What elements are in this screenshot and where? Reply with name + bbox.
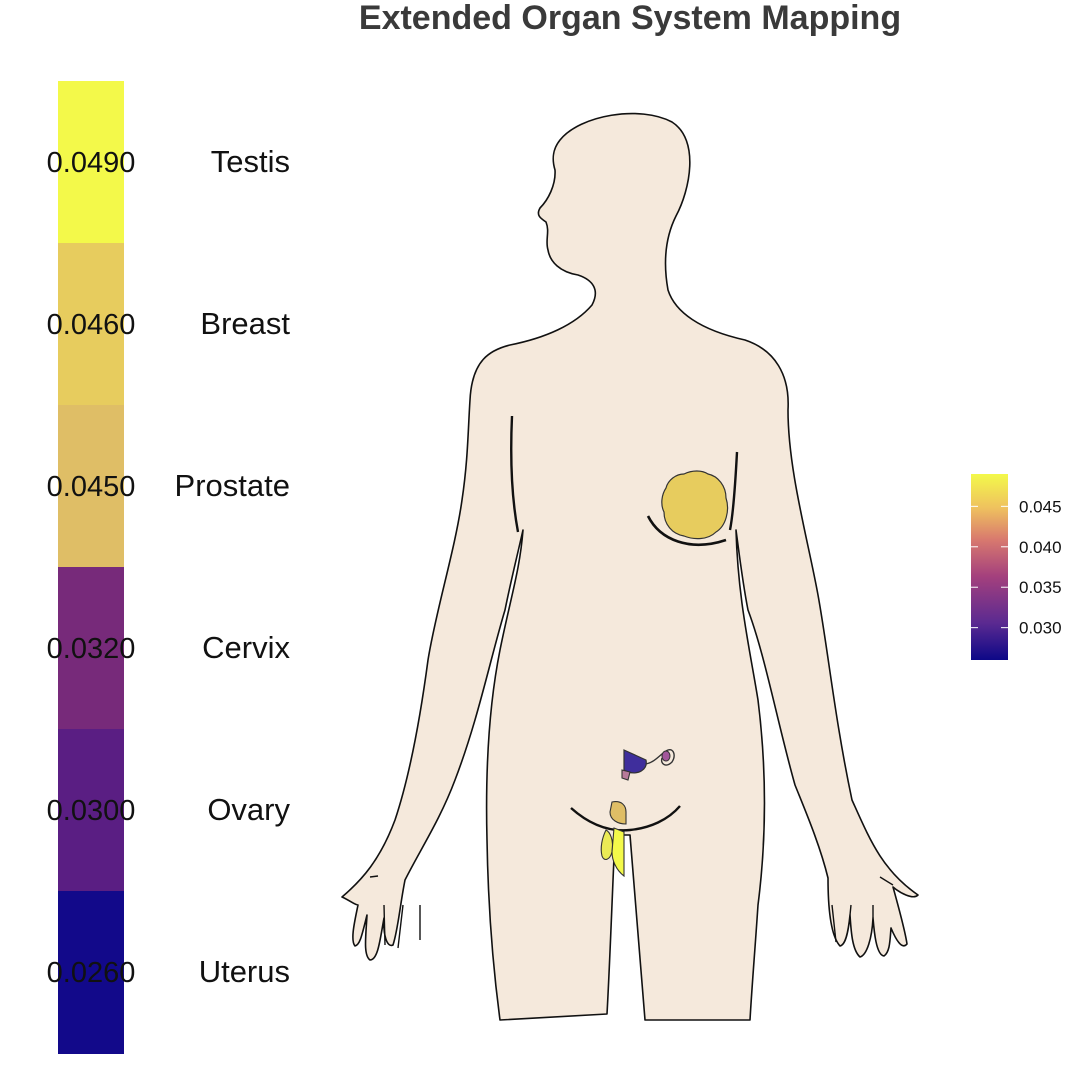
body-silhouette: [341, 112, 919, 1021]
legend-tick-label: 0.035: [1019, 578, 1062, 597]
strip-label-testis: Testis: [211, 144, 290, 179]
legend-colorbar: [971, 474, 1008, 660]
organ-breast: [661, 470, 729, 540]
left-hand-lines: [369, 875, 421, 949]
organ-cervix: [621, 769, 631, 781]
hip-contour: [570, 805, 681, 832]
strip-value-prostate: 0.0450: [47, 471, 136, 503]
strip-cell-uterus: [58, 891, 124, 1054]
strip-label-cervix: Cervix: [202, 630, 290, 665]
organ-ovary: [661, 750, 671, 762]
strip-value-uterus: 0.0260: [47, 957, 136, 989]
legend-tick-label: 0.045: [1019, 497, 1062, 516]
strip-label-prostate: Prostate: [175, 468, 290, 503]
strip-value-ovary: 0.0300: [47, 795, 136, 827]
organ-testis-left: [600, 829, 614, 861]
strip-cell-ovary: [58, 729, 124, 892]
strip-cell-breast: [58, 243, 124, 406]
strip-label-uterus: Uterus: [199, 954, 290, 989]
chart-title: Extended Organ System Mapping: [358, 0, 902, 37]
torso-left-contour: [510, 415, 520, 533]
organ-value-strip: 0.0490 Testis 0.0460 Breast 0.0450 Prostate 0.…: [47, 81, 290, 1054]
breast-contour: [646, 515, 727, 546]
strip-cell-testis: [58, 81, 124, 244]
organ-prostate: [609, 801, 627, 825]
organ-fallopian-tube: [645, 749, 675, 766]
strip-cell-cervix: [58, 567, 124, 730]
strip-value-cervix: 0.0320: [47, 633, 136, 665]
right-hand-lines: [831, 876, 894, 943]
organ-testis-right: [611, 827, 625, 878]
strip-label-breast: Breast: [200, 306, 290, 341]
strip-value-testis: 0.0490: [47, 147, 136, 179]
torso-right-contour: [728, 451, 739, 531]
strip-cell-prostate: [58, 405, 124, 568]
strip-value-breast: 0.0460: [47, 309, 136, 341]
strip-label-ovary: Ovary: [207, 792, 290, 827]
legend-tick-label: 0.030: [1019, 619, 1062, 638]
legend-tick-label: 0.040: [1019, 538, 1062, 557]
